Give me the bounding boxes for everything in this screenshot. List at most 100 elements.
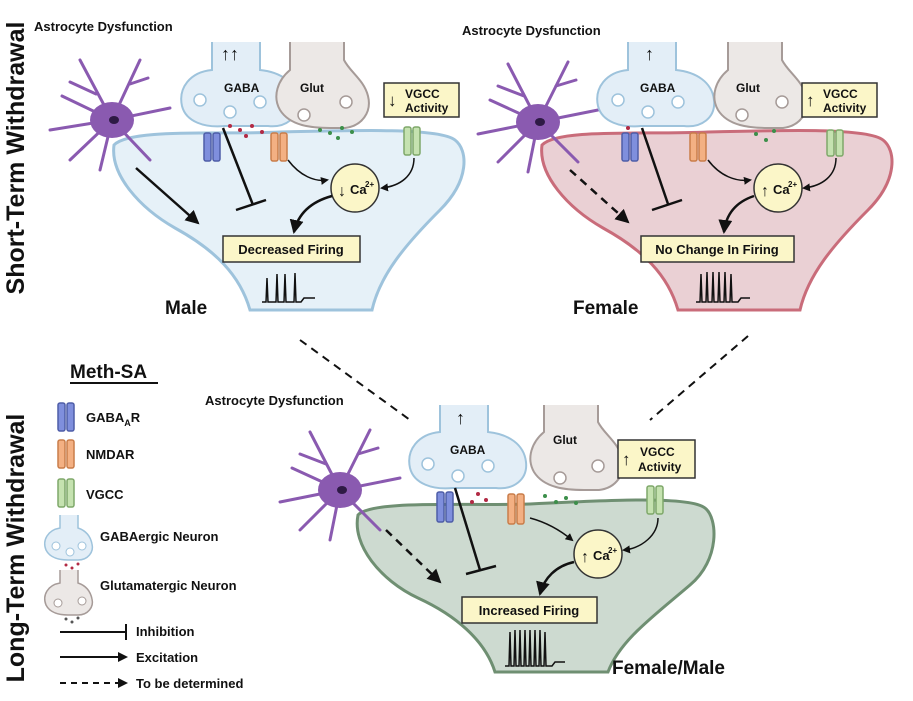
gabaa-inhibition-bar [235, 198, 267, 212]
calcium-circle [330, 163, 380, 213]
gabaa-receptor [203, 132, 221, 162]
legend-gabaa-swatch [57, 402, 75, 432]
legend-gabaergic-label: GABAergic Neuron [100, 529, 219, 544]
calcium-superscript: 2+ [365, 180, 374, 189]
glut-vesicles [553, 459, 605, 485]
astrocyte-nucleus [109, 116, 119, 124]
vgcc-receptor [646, 485, 664, 515]
gabaa-inhibition-line [640, 127, 670, 205]
gaba-terminal-arrows: ↑ [645, 44, 654, 64]
firing-label: No Change In Firing [655, 242, 779, 257]
vgcc-activity-arrow: ↑ [622, 450, 631, 469]
spike-trace [505, 629, 565, 667]
vgcc-activity-line1: VGCC [405, 87, 440, 101]
glut-neurotransmitter-dots [543, 494, 578, 505]
glut-terminal-label: Glut [553, 433, 577, 447]
postsynaptic-neuron [540, 128, 894, 312]
short-term-withdrawal-label: Short-Term Withdrawal [2, 22, 30, 295]
calcium-arrow: ↓ [338, 183, 346, 200]
sex-label: Female/Male [612, 658, 725, 679]
glut-terminal [529, 405, 624, 491]
glut-vesicles [735, 95, 789, 122]
calcium-to-firing-arrow [289, 194, 333, 234]
gabaa-receptor [436, 491, 454, 523]
gaba-terminal-label: GABA [450, 443, 486, 457]
legend-title: Meth-SA [70, 362, 147, 383]
glut-terminal-label: Glut [300, 81, 324, 95]
connector-female-to-longterm [649, 335, 749, 421]
vgcc-to-calcium-arrow [622, 517, 659, 554]
nmdar-receptor [507, 493, 525, 525]
astrocyte-nucleus [535, 118, 545, 126]
glut-terminal-label: Glut [736, 81, 760, 95]
vgcc-to-calcium-arrow [802, 157, 837, 192]
glut-neurotransmitter-dots [318, 126, 354, 140]
nmdar-receptor [270, 132, 288, 162]
longterm-panel: Astrocyte Dysfunction ↑ GABA Glut [205, 393, 725, 679]
calcium-superscript: 2+ [608, 546, 617, 555]
nmdar-to-calcium-arrow [707, 159, 752, 185]
legend-gabaa-label: GABAAR [86, 410, 141, 428]
gaba-terminal-label: GABA [640, 81, 676, 95]
connector-male-to-longterm [299, 339, 411, 421]
legend-vgcc-label: VGCC [86, 487, 124, 502]
vgcc-activity-box [617, 439, 696, 479]
astrocyte-dysfunction-label: Astrocyte Dysfunction [34, 19, 173, 34]
legend-inhibition-label: Inhibition [136, 624, 195, 639]
calcium-to-firing-arrow [536, 560, 575, 596]
legend-glutamatergic-icon [44, 570, 94, 616]
vgcc-activity-arrow: ↓ [388, 91, 397, 110]
nmdar-receptor [689, 132, 707, 162]
gaba-terminal [596, 42, 716, 128]
female-panel: Astrocyte Dysfunction ↑ GABA Glut ↑ [462, 23, 894, 319]
legend-glutamatergic-vesicles [53, 596, 87, 608]
glut-neurotransmitter-dots [754, 129, 776, 142]
legend-tbd-label: To be determined [136, 676, 243, 691]
calcium-circle [753, 163, 803, 213]
sex-label: Male [165, 298, 207, 319]
spike-trace [696, 271, 750, 303]
long-term-withdrawal-label: Long-Term Withdrawal [2, 414, 30, 683]
gaba-neurotransmitter-dots [470, 492, 488, 504]
legend-glutamatergic-label: Glutamatergic Neuron [100, 578, 237, 593]
calcium-to-firing-arrow [718, 194, 755, 234]
sex-label: Female [573, 298, 638, 319]
gaba-vesicles [611, 93, 685, 119]
gabaa-inhibition-bar [651, 198, 683, 212]
gaba-vesicles [421, 457, 495, 483]
vgcc-activity-line2: Activity [405, 101, 449, 115]
legend-gabaergic-vesicles [51, 541, 87, 557]
calcium-arrow: ↑ [581, 549, 589, 566]
gabaa-inhibition-bar [465, 564, 497, 576]
vgcc-activity-line1: VGCC [640, 445, 675, 459]
calcium-superscript: 2+ [788, 180, 797, 189]
vgcc-receptor [403, 126, 421, 156]
legend-glutamatergic-dots [64, 616, 80, 624]
vgcc-activity-box [383, 82, 460, 118]
gaba-terminal-arrows: ↑ [456, 408, 465, 428]
glut-vesicles [297, 95, 353, 122]
male-panel: Astrocyte Dysfunction ↑↑ GABA Glut [34, 19, 466, 319]
gaba-terminal-arrows: ↑↑ [221, 44, 239, 64]
nmdar-to-calcium-arrow [529, 517, 574, 542]
vgcc-receptor [826, 129, 844, 157]
postsynaptic-neuron [112, 128, 466, 312]
astrocyte-dysfunction-label: Astrocyte Dysfunction [205, 393, 344, 408]
firing-label: Increased Firing [479, 603, 579, 618]
calcium-label: Ca [773, 182, 790, 197]
vgcc-activity-line2: Activity [638, 460, 682, 474]
nmdar-to-calcium-arrow [287, 159, 329, 185]
calcium-circle [573, 529, 623, 579]
gabaa-receptor [621, 132, 639, 162]
calcium-label: Ca [350, 182, 367, 197]
astrocyte-nucleus [337, 486, 347, 494]
gaba-neurotransmitter-dots [228, 124, 264, 138]
spike-trace [262, 272, 315, 303]
vgcc-to-calcium-arrow [380, 157, 415, 192]
firing-label: Decreased Firing [238, 242, 344, 257]
astrocyte-excitation-arrow [135, 167, 200, 225]
vgcc-activity-box [801, 82, 878, 118]
legend-gabaergic-dots [64, 562, 80, 570]
astrocyte-dysfunction-label: Astrocyte Dysfunction [462, 23, 601, 38]
